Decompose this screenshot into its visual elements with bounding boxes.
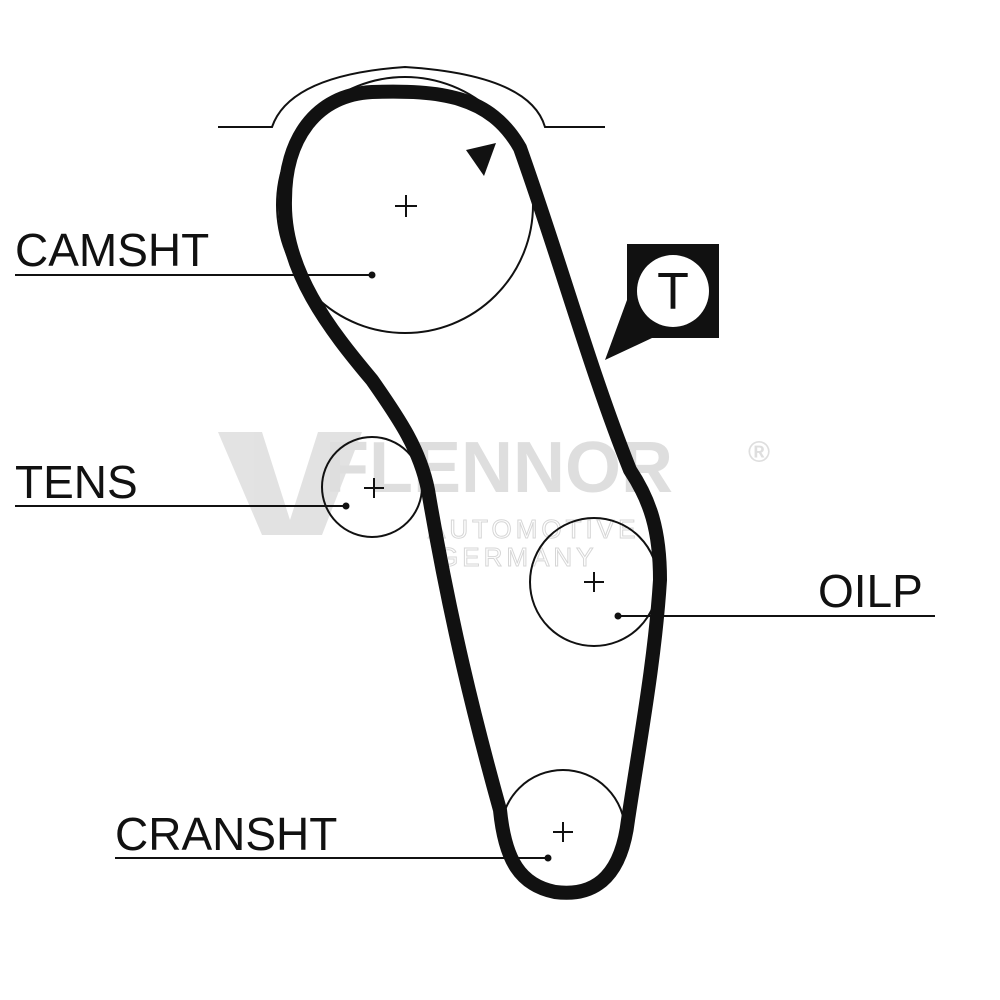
- watermark-registered: ®: [748, 436, 770, 469]
- tensioner-label: TENS: [15, 456, 138, 508]
- tension-marker-callout: T: [605, 244, 719, 360]
- watermark-line2: GERMANY: [438, 542, 597, 572]
- tensioner-center-cross-icon: [364, 478, 384, 498]
- tensioner-leader: [15, 502, 350, 510]
- crankshaft-leader: [115, 854, 552, 862]
- crankshaft-center-cross-icon: [553, 822, 573, 842]
- tension-marker-circle: [637, 255, 709, 327]
- oil-pump-leader: [614, 612, 935, 620]
- camshaft-leader: [15, 271, 376, 279]
- engine-cover-outline: [218, 65, 605, 128]
- crankshaft-label: CRANSHT: [115, 808, 337, 860]
- camshaft-center-cross-icon: [395, 195, 417, 217]
- oil-pump-label: OILP: [818, 565, 923, 617]
- watermark-chevron-icon: [218, 432, 362, 535]
- tension-marker-pointer-icon: [605, 300, 652, 360]
- tension-marker-letter: T: [657, 263, 689, 321]
- rotation-direction-arrow-icon: [466, 143, 496, 176]
- watermark-logo: FLENNOR ® AUTOMOTIVE GERMANY: [218, 428, 770, 573]
- timing-belt: [277, 84, 667, 900]
- camshaft-label: CAMSHT: [15, 224, 209, 276]
- oil-pump-center-cross-icon: [584, 572, 604, 592]
